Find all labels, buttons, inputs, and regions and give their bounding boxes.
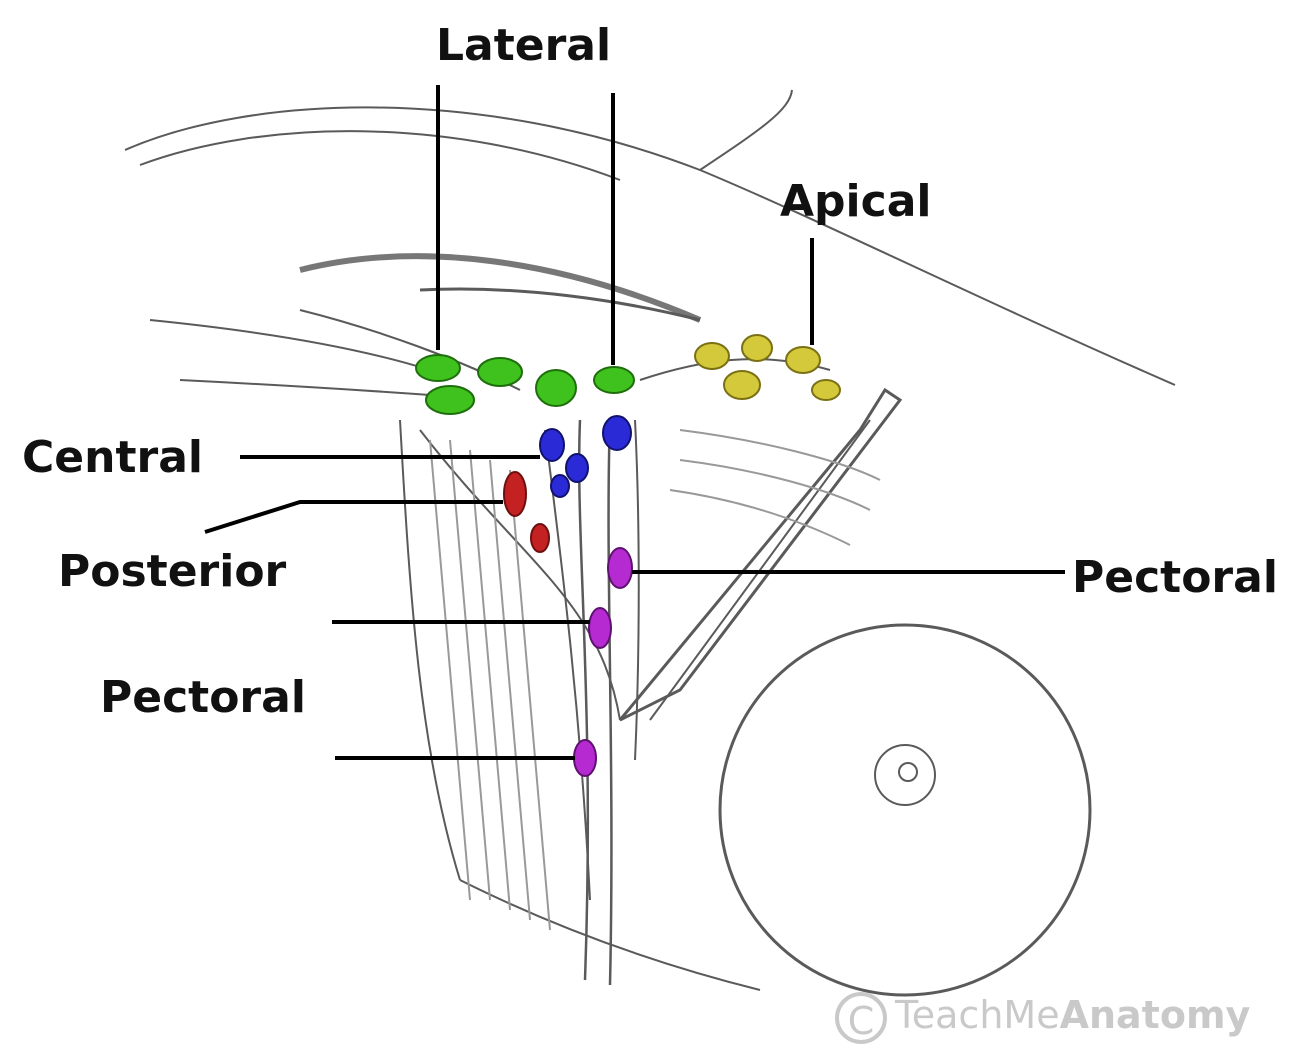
central-node <box>602 415 632 451</box>
apical-node <box>741 334 773 362</box>
pectoral-nodes <box>573 547 633 777</box>
central-node <box>565 453 589 483</box>
copyright-icon: C <box>835 991 887 1044</box>
label-central: Central <box>22 432 203 483</box>
apical-nodes <box>694 334 841 401</box>
pectoral-node <box>607 547 633 589</box>
watermark-word-teach: Teach <box>895 993 1004 1037</box>
central-nodes <box>539 415 632 498</box>
leader-line-posterior <box>204 500 503 534</box>
lateral-node <box>425 385 475 415</box>
apical-node <box>694 342 730 370</box>
posterior-nodes <box>503 471 550 553</box>
central-node <box>550 474 570 498</box>
lateral-node <box>535 369 577 407</box>
label-posterior: Posterior <box>58 546 287 597</box>
apical-node <box>785 346 821 374</box>
lateral-node <box>477 357 523 387</box>
central-node <box>539 428 565 462</box>
apical-node <box>723 370 761 400</box>
posterior-node <box>530 523 550 553</box>
label-pectoral-left: Pectoral <box>100 672 306 723</box>
posterior-node <box>503 471 527 517</box>
leader-lines <box>204 85 1065 760</box>
anatomy-sketch <box>124 89 1176 997</box>
apical-node <box>811 379 841 401</box>
watermark-word-anatomy: Anatomy <box>1059 993 1251 1037</box>
pectoral-node <box>588 607 612 649</box>
label-lateral: Lateral <box>436 20 612 71</box>
lateral-node <box>593 366 635 394</box>
lateral-node <box>415 354 461 382</box>
lateral-nodes <box>415 354 635 415</box>
label-apical: Apical <box>780 176 932 227</box>
label-pectoral-right: Pectoral <box>1072 552 1278 603</box>
watermark-word-me: Me <box>1003 993 1060 1037</box>
pectoral-node <box>573 739 597 777</box>
